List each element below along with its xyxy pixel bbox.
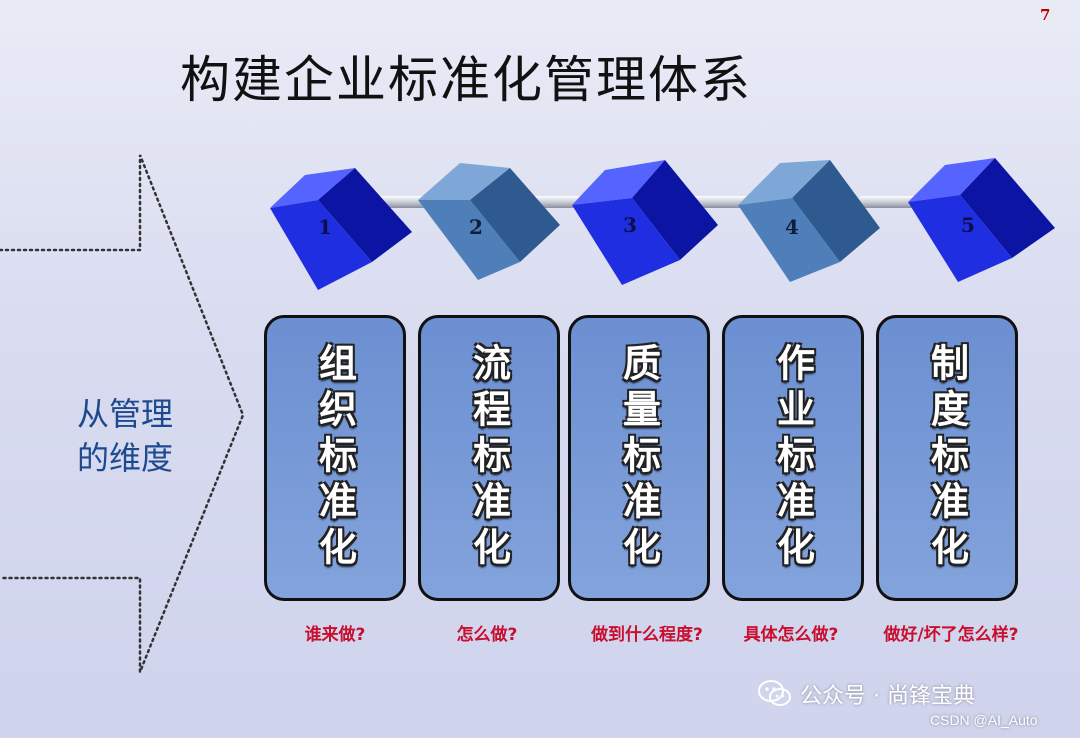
card-system: 制度标准化 xyxy=(876,315,1018,601)
card-label: 流程标准化 xyxy=(466,343,511,573)
dimension-label: 从管理 的维度 xyxy=(60,392,190,480)
card-organization: 组织标准化 xyxy=(264,315,406,601)
cube-number: 5 xyxy=(961,213,975,237)
cube-number: 1 xyxy=(318,215,332,239)
watermark-text: 公众号 · 尚锋宝典 xyxy=(800,684,975,709)
card-label: 制度标准化 xyxy=(924,343,969,573)
dimension-arrow xyxy=(0,154,245,673)
cube-3: 3 xyxy=(572,160,718,285)
card-operation: 作业标准化 xyxy=(722,315,864,601)
cube-2: 2 xyxy=(418,163,560,280)
card-process: 流程标准化 xyxy=(418,315,560,601)
card-label: 作业标准化 xyxy=(770,343,815,573)
question-label: 怎么做? xyxy=(456,625,518,645)
card-quality: 质量标准化 xyxy=(568,315,710,601)
question-label: 做好/坏了怎么样? xyxy=(883,625,1019,645)
cube-5: 5 xyxy=(908,158,1055,282)
wechat-icon xyxy=(758,680,791,706)
cube-number: 2 xyxy=(469,215,483,239)
card-label: 组织标准化 xyxy=(312,343,357,573)
slide-title: 构建企业标准化管理体系 xyxy=(180,51,752,109)
card-label: 质量标准化 xyxy=(616,343,661,573)
question-label: 具体怎么做? xyxy=(743,625,839,645)
cube-number: 4 xyxy=(785,215,799,239)
page-number: 7 xyxy=(1040,6,1051,24)
watermark: 公众号 · 尚锋宝典 xyxy=(758,678,975,710)
question-label: 做到什么程度? xyxy=(591,625,703,645)
source-credit: CSDN @AI_Auto xyxy=(930,712,1038,728)
dimension-label-line-2: 的维度 xyxy=(76,439,173,477)
cube-chain: 1 2 3 4 5 xyxy=(270,158,1055,290)
cube-number: 3 xyxy=(623,213,637,237)
dimension-label-line-1: 从管理 xyxy=(76,395,173,433)
cube-1: 1 xyxy=(270,168,412,290)
question-label: 谁来做? xyxy=(304,625,366,645)
cube-4: 4 xyxy=(738,160,880,282)
